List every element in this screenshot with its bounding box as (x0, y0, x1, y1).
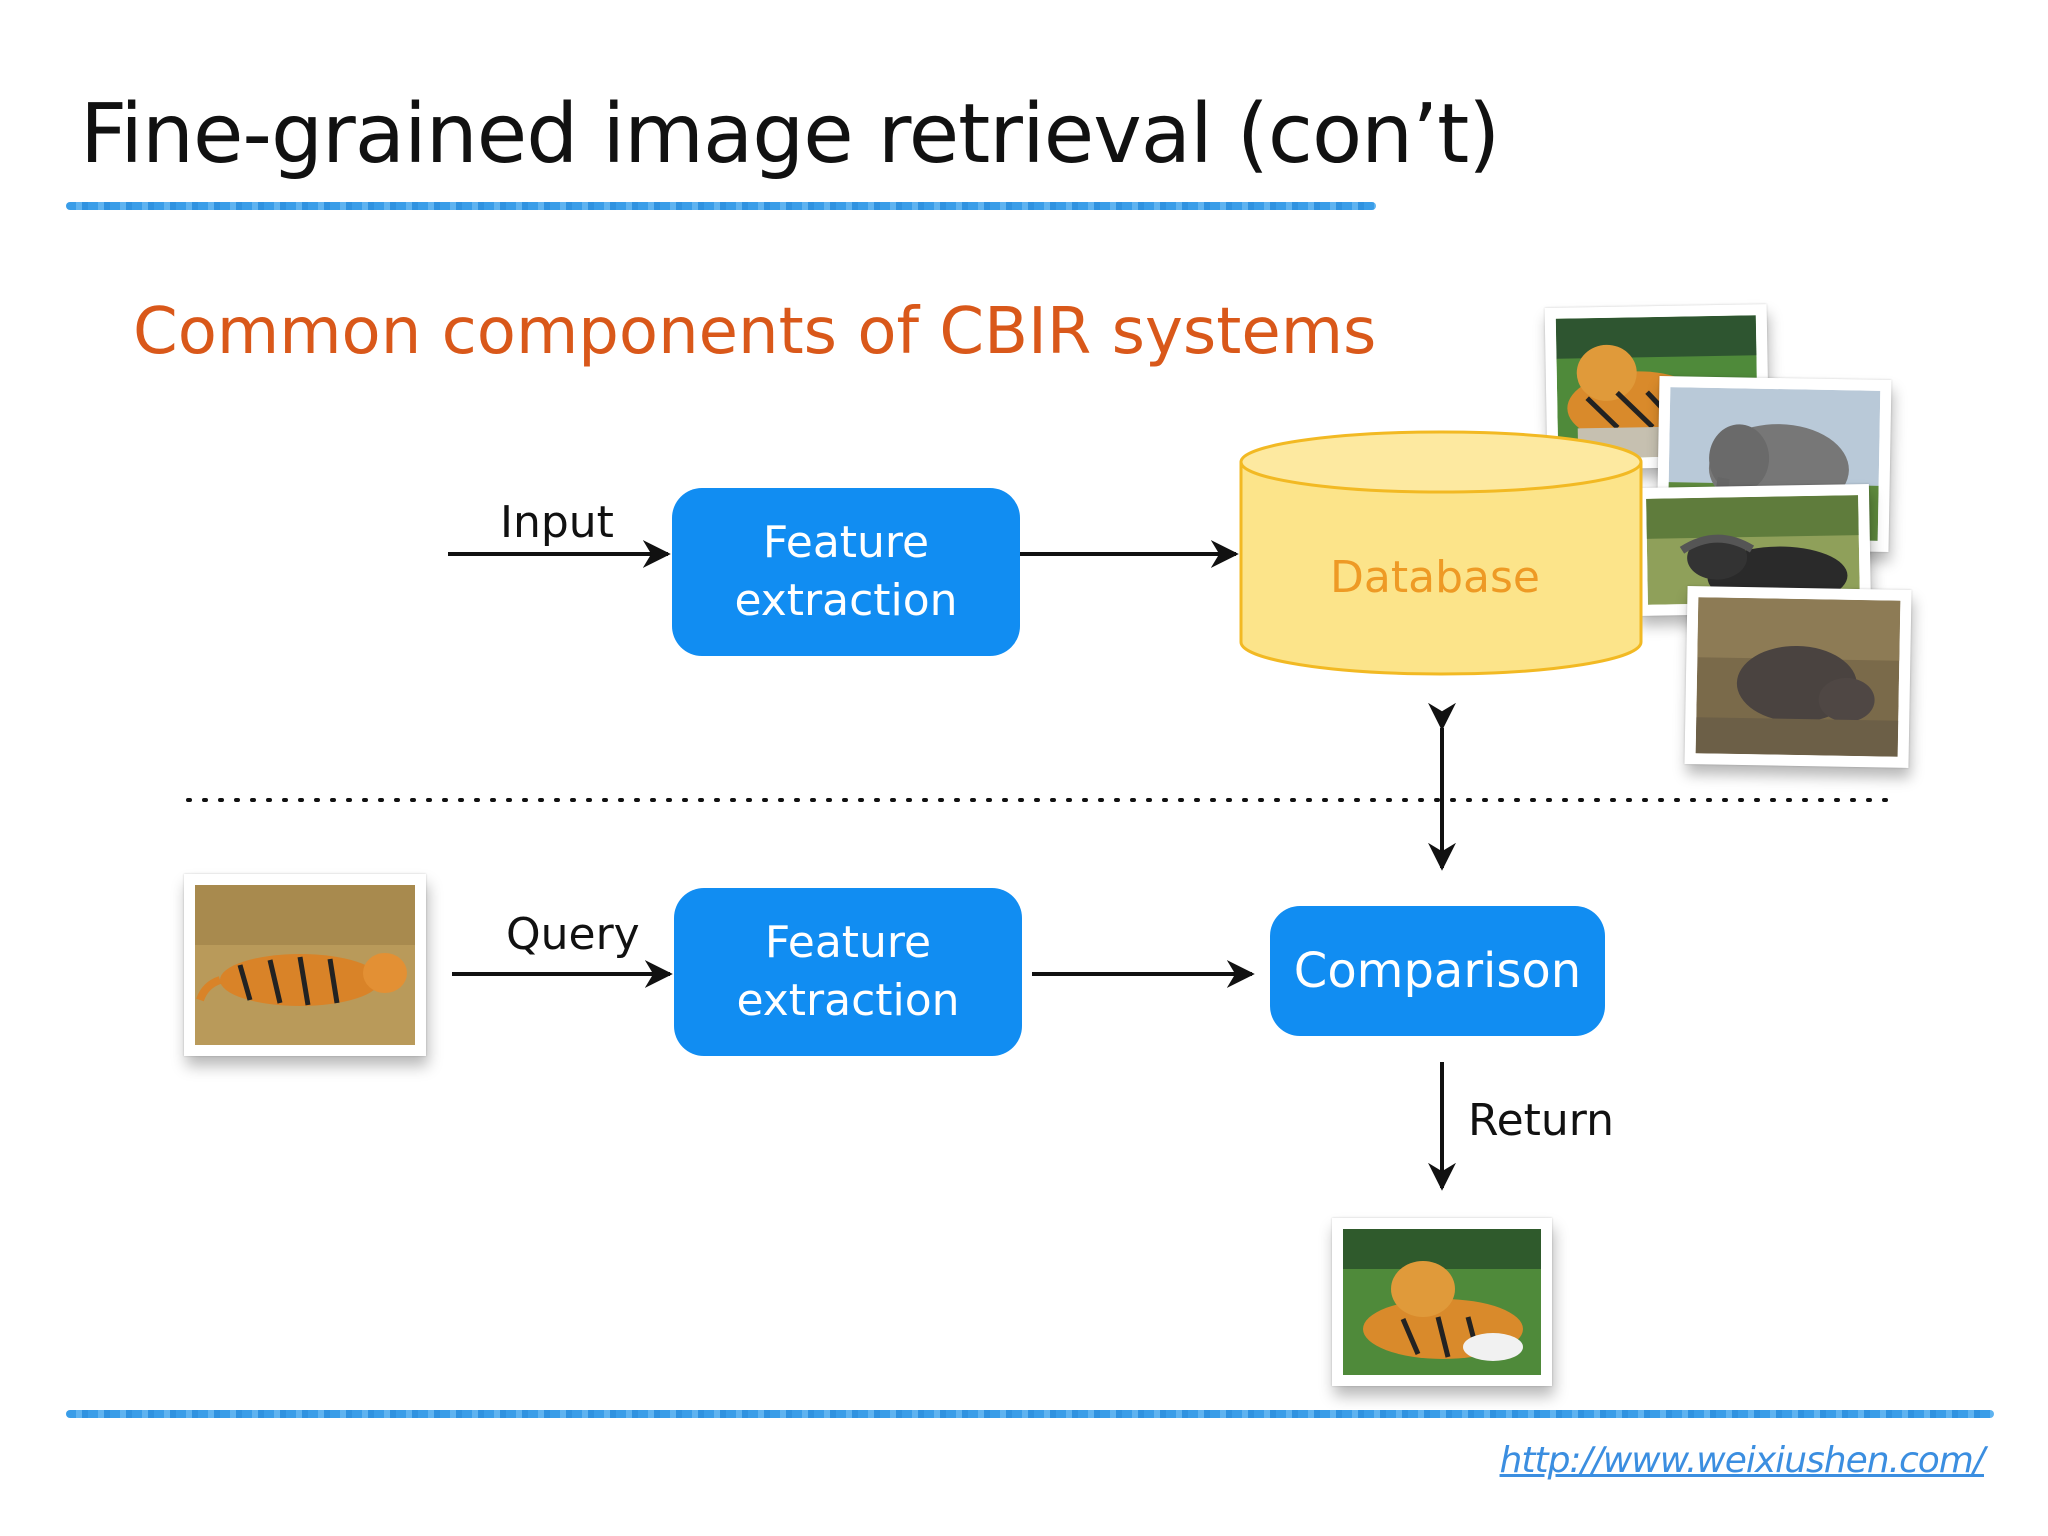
query-photo-tiger (184, 874, 426, 1056)
return-label: Return (1468, 1095, 1615, 1146)
input-label: Input (500, 497, 614, 548)
title-underline (66, 202, 1376, 210)
database-cylinder (1239, 430, 1643, 676)
comparison-box: Comparison (1270, 906, 1605, 1036)
db-photo-hippo (1684, 586, 1912, 768)
feature-extraction-top-line1: Feature (762, 517, 930, 568)
slide-title: Fine-grained image retrieval (con’t) (80, 87, 1500, 182)
tiger-result-image-icon (1343, 1229, 1541, 1375)
feature-extraction-bottom-line1: Feature (764, 917, 932, 968)
running-tiger-image-icon (195, 885, 415, 1045)
footer-url-link[interactable]: http://www.weixiushen.com/ (1499, 1440, 1985, 1481)
hippo-image-icon (1695, 597, 1901, 757)
feature-extraction-bottom-line2: extraction (736, 975, 960, 1026)
feature-extraction-box-bottom: Feature extraction (674, 888, 1022, 1056)
feature-extraction-box-top: Feature extraction (672, 488, 1020, 656)
returned-photo-tiger (1332, 1218, 1552, 1386)
footer-rule (66, 1410, 1994, 1418)
slide-subtitle: Common components of CBIR systems (133, 295, 1377, 369)
query-label: Query (506, 909, 640, 960)
database-label: Database (1330, 552, 1540, 603)
feature-extraction-top-line2: extraction (734, 575, 958, 626)
